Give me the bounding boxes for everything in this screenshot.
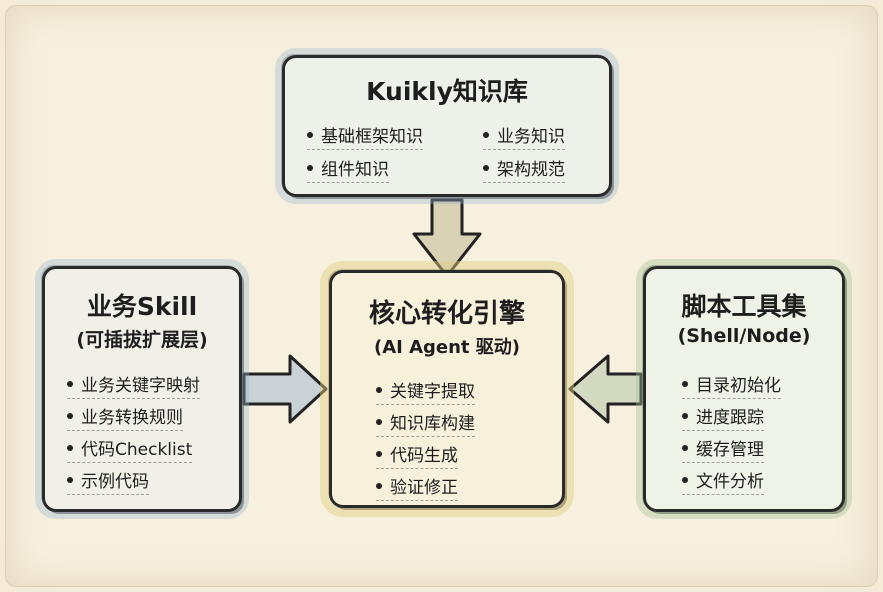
list-item: 进度跟踪 xyxy=(682,403,764,431)
list-item: 代码生成 xyxy=(376,441,458,469)
list-item: 基础框架知识 xyxy=(307,122,423,150)
bullet-icon xyxy=(376,419,382,425)
script-tools-title: 脚本工具集 xyxy=(681,292,807,321)
bullet-icon xyxy=(376,483,382,489)
list-item: 架构规范 xyxy=(483,155,565,183)
list-item: 示例代码 xyxy=(67,467,149,495)
list-item: 组件知识 xyxy=(307,155,389,183)
bullet-icon xyxy=(376,451,382,457)
bullet-icon xyxy=(67,445,73,451)
bullet-icon xyxy=(307,132,313,138)
list-item: 目录初始化 xyxy=(682,371,781,399)
bullet-icon xyxy=(307,165,313,171)
script-tools-subtitle: (Shell/Node) xyxy=(677,325,811,347)
bullet-icon xyxy=(483,132,489,138)
bullet-icon xyxy=(682,477,688,483)
knowledge-base-title: Kuikly知识库 xyxy=(366,77,528,106)
core-engine-title: 核心转化引擎 xyxy=(368,299,525,329)
arrow-left-to-center xyxy=(242,354,328,424)
list-item: 缓存管理 xyxy=(682,435,764,463)
bullet-icon xyxy=(682,381,688,387)
business-skill-subtitle: (可插拔扩展层) xyxy=(76,329,208,351)
list-item: 代码Checklist xyxy=(67,435,193,463)
bullet-icon xyxy=(682,445,688,451)
core-engine-card: 核心转化引擎 (AI Agent 驱动) 关键字提取 知识库构建 代码生成 验证… xyxy=(320,261,574,517)
bullet-icon xyxy=(682,413,688,419)
business-skill-title: 业务Skill xyxy=(86,292,198,321)
list-item: 知识库构建 xyxy=(376,409,475,437)
list-item: 文件分析 xyxy=(682,467,764,495)
bullet-icon xyxy=(483,165,489,171)
core-engine-subtitle: (AI Agent 驱动) xyxy=(373,337,521,358)
list-item: 关键字提取 xyxy=(376,377,475,405)
list-item: 业务转换规则 xyxy=(67,403,183,431)
bullet-icon xyxy=(67,381,73,387)
list-item: 验证修正 xyxy=(376,473,458,501)
bullet-icon xyxy=(67,477,73,483)
bullet-icon xyxy=(67,413,73,419)
arrow-right-to-center xyxy=(568,354,643,424)
script-tools-card: 脚本工具集 (Shell/Node) 目录初始化 进度跟踪 缓存管理 文件分析 xyxy=(636,259,852,519)
knowledge-base-card: Kuikly知识库 基础框架知识 业务知识 组件知识 架构规范 xyxy=(275,48,619,204)
arrow-top-to-center xyxy=(412,198,482,278)
list-item: 业务知识 xyxy=(483,122,565,150)
business-skill-card: 业务Skill (可插拔扩展层) 业务关键字映射 业务转换规则 代码Checkl… xyxy=(35,259,249,519)
list-item: 业务关键字映射 xyxy=(67,371,200,399)
bullet-icon xyxy=(376,387,382,393)
